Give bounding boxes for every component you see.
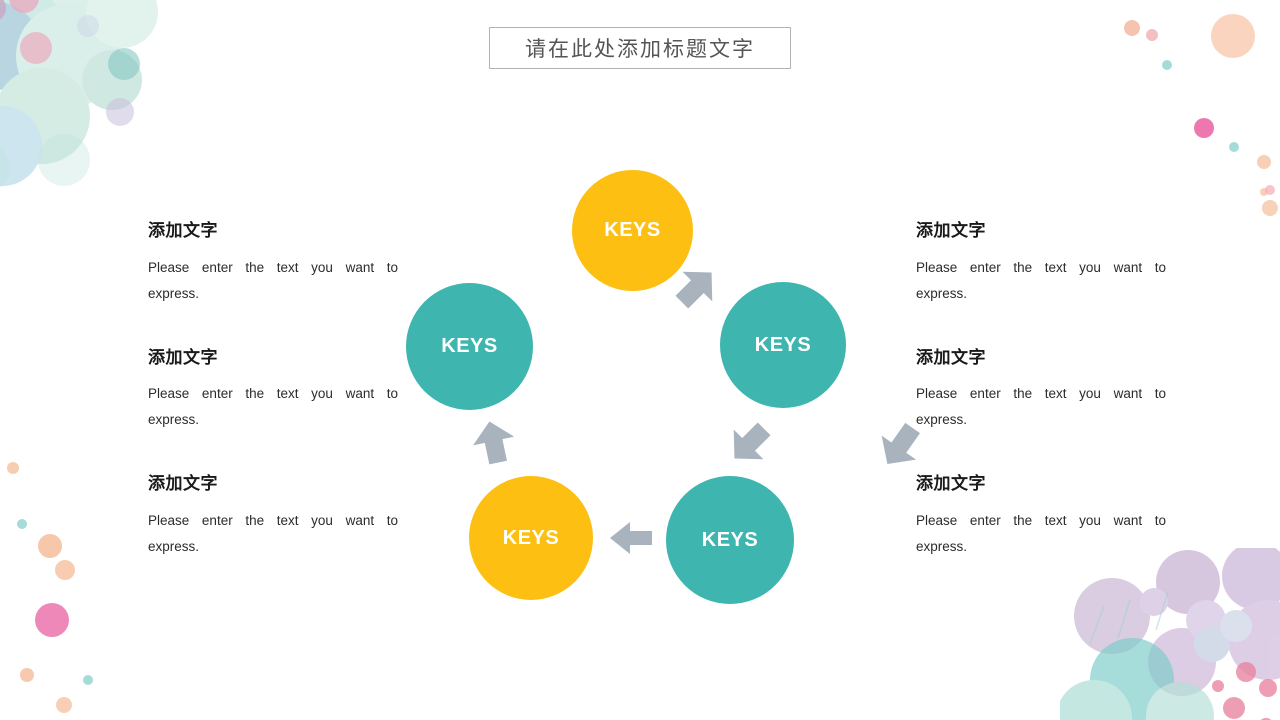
text-block-heading: 添加文字: [916, 221, 986, 241]
cycle-arrow-down-right-icon: [722, 415, 778, 471]
paint-dots-decoration-mid-right: [1220, 150, 1280, 210]
text-block-body: Please enter the text you want to expres…: [148, 386, 398, 428]
cycle-node-label: KEYS: [701, 528, 759, 551]
text-block-body: Please enter the text you want to expres…: [148, 259, 398, 301]
cycle-diagram: KEYS KEYS KEYS KEYS KEYS: [400, 160, 920, 604]
text-block-right-2: 添加文字 Please enter the text you want to e…: [916, 347, 1166, 434]
watercolor-decoration-top-left: [0, 0, 192, 190]
cycle-node-bottom-left[interactable]: KEYS: [469, 476, 593, 600]
cycle-node-left[interactable]: KEYS: [406, 283, 533, 410]
text-column-left: 添加文字 Please enter the text you want to e…: [148, 222, 398, 560]
cycle-arrow-up-right-icon: [668, 260, 724, 316]
text-block-body: Please enter the text you want to expres…: [916, 259, 1166, 301]
cycle-arrow-left-icon: [604, 510, 660, 566]
text-column-right: 添加文字 Please enter the text you want to e…: [916, 222, 1166, 560]
text-block-heading: 添加文字: [148, 347, 218, 368]
cycle-node-label: KEYS: [604, 219, 661, 241]
cycle-node-label: KEYS: [754, 333, 812, 356]
text-block-right-3: 添加文字 Please enter the text you want to e…: [916, 475, 1166, 560]
text-block-heading: 添加文字: [916, 474, 986, 495]
text-block-heading: 添加文字: [148, 474, 218, 495]
paint-dots-decoration-left: [0, 450, 130, 720]
text-block-body: Please enter the text you want to expres…: [148, 513, 398, 555]
cycle-node-label: KEYS: [441, 335, 498, 357]
text-block-left-3: 添加文字 Please enter the text you want to e…: [148, 475, 398, 560]
text-block-left-2: 添加文字 Please enter the text you want to e…: [148, 347, 398, 434]
text-block-heading: 添加文字: [916, 347, 986, 368]
cycle-node-top[interactable]: KEYS: [572, 170, 693, 291]
text-block-body: Please enter the text you want to expres…: [916, 386, 1166, 428]
text-block-left-1: 添加文字 Please enter the text you want to e…: [148, 222, 398, 307]
cycle-node-label: KEYS: [502, 526, 560, 549]
text-block-heading: 添加文字: [148, 221, 218, 241]
paint-dots-decoration-right: [1110, 0, 1280, 220]
text-block-right-1: 添加文字 Please enter the text you want to e…: [916, 222, 1166, 307]
cycle-node-bottom-right[interactable]: KEYS: [666, 476, 794, 604]
cycle-arrow-up-left-icon: [466, 415, 522, 471]
watercolor-decoration-bottom-right: [1056, 542, 1280, 720]
page-title: 请在此处添加标题文字: [525, 37, 755, 61]
cycle-arrow-down-right-2-icon: [872, 418, 928, 474]
slide-title-box[interactable]: 请在此处添加标题文字: [489, 27, 791, 69]
text-block-body: Please enter the text you want to expres…: [916, 513, 1166, 555]
cycle-node-right[interactable]: KEYS: [720, 282, 846, 408]
